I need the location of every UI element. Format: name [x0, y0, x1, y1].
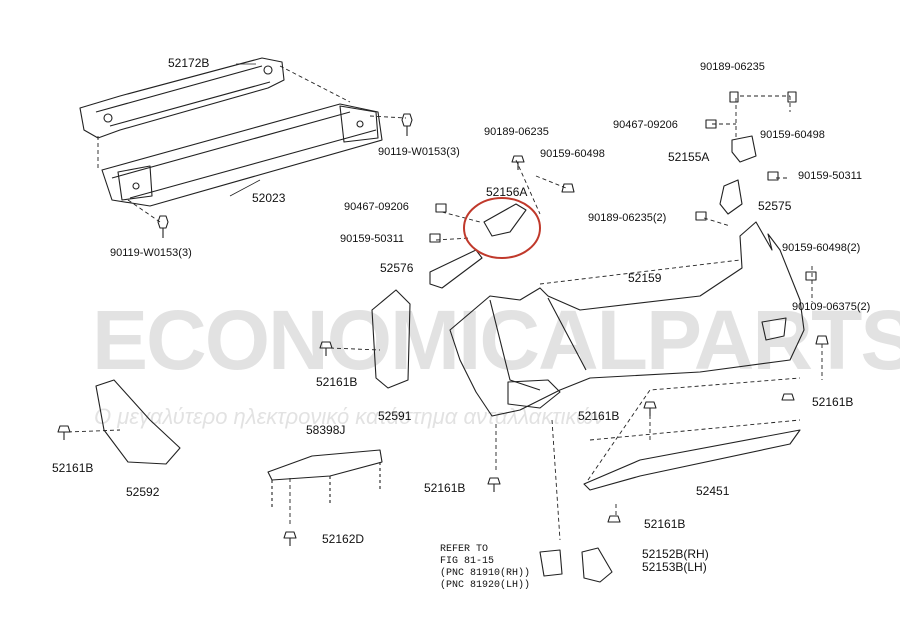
label-90189-a: 90189-06235: [484, 126, 549, 138]
bracket-52156A: [483, 203, 527, 237]
label-52159: 52159: [628, 271, 662, 285]
label-52161B-b: 52161B: [52, 461, 94, 475]
label-52591: 52591: [378, 409, 412, 423]
reinforcement-main-52023: [101, 103, 383, 207]
label-52161B-d: 52161B: [812, 395, 854, 409]
bracket-52591: [371, 289, 411, 389]
label-90189-c: 90189-06235(2): [588, 212, 667, 224]
label-90159-60498-a: 90159-60498: [540, 148, 605, 160]
highlight-circle: [463, 197, 541, 259]
label-52155A: 52155A: [668, 150, 710, 164]
label-90467-b: 90467-09206: [613, 119, 678, 131]
cover-52152B: [581, 547, 613, 583]
label-52023: 52023: [252, 191, 286, 205]
refer-note-line3: (PNC 81910(RH)): [440, 568, 531, 579]
label-52161B-a: 52161B: [316, 375, 358, 389]
label-90159-60498-c: 90159-60498(2): [782, 242, 861, 254]
reflector-block: [539, 549, 563, 577]
reinforcement-beam-52172B: [79, 57, 285, 139]
label-90467-a: 90467-09206: [344, 201, 409, 213]
fasteners: [57, 91, 829, 546]
bumper-cover-52159: [449, 221, 805, 417]
label-52592: 52592: [126, 485, 160, 499]
panel-58398J: [267, 449, 383, 481]
label-52152B: 52152B(RH): [642, 547, 709, 561]
label-52162D: 52162D: [322, 532, 365, 546]
label-52161B-e: 52161B: [424, 481, 466, 495]
bracket-52155A: [731, 135, 757, 163]
label-52172B: 52172B: [168, 56, 210, 70]
refer-note-line2: FIG 81-15: [440, 556, 495, 567]
label-58398J: 58398J: [306, 423, 346, 437]
refer-note-line4: (PNC 81920(LH)): [440, 580, 531, 591]
retainer-52576: [429, 249, 483, 289]
label-52575: 52575: [758, 199, 792, 213]
panel-52451: [583, 429, 801, 491]
label-52153B: 52153B(LH): [642, 560, 707, 574]
label-90189-b: 90189-06235: [700, 61, 765, 73]
label-90159-60498-b: 90159-60498: [760, 129, 825, 141]
label-90159-50311-b: 90159-50311: [340, 233, 405, 245]
bracket-52592: [95, 379, 181, 465]
label-90109: 90109-06375(2): [792, 301, 871, 313]
label-52161B-f: 52161B: [644, 517, 686, 531]
label-52156A: 52156A: [486, 185, 528, 199]
label-90159-50311-a: 90159-50311: [798, 170, 863, 182]
label-52161B-c: 52161B: [578, 409, 620, 423]
label-90119-bottom: 90119-W0153(3): [110, 247, 192, 259]
label-90119-top: 90119-W0153(3): [378, 146, 460, 158]
label-52451: 52451: [696, 484, 730, 498]
retainer-52575: [719, 179, 743, 215]
refer-note-line1: REFER TO: [440, 544, 489, 555]
label-52576: 52576: [380, 261, 414, 275]
